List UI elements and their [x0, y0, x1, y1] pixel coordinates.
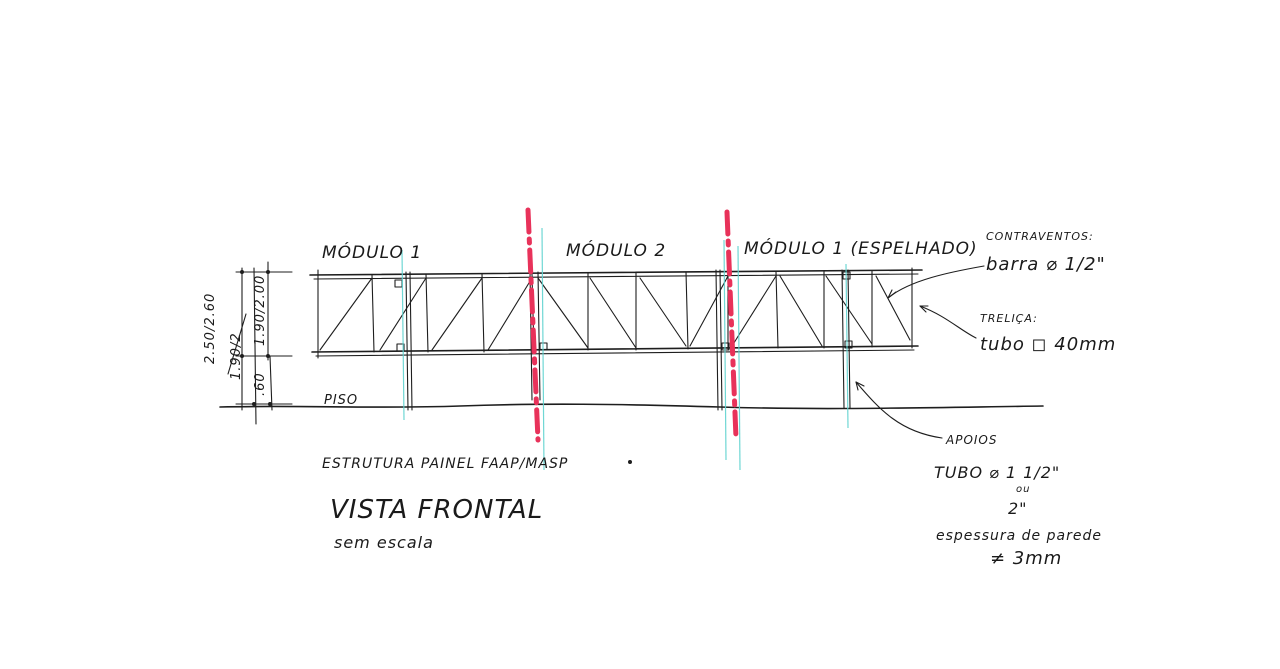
drawing-caption: ESTRUTURA PAINEL FAAP/MASP VISTA FRONTAL… [322, 456, 632, 552]
support-posts [394, 269, 853, 411]
floor-line [219, 403, 1044, 410]
module-division-lines [525, 207, 739, 443]
truss-spec: tubo ◻ 40mm [980, 334, 1116, 355]
truss-verticals [371, 270, 873, 353]
module-1-label: MÓDULO 1 [322, 241, 422, 263]
supports-title: APOIOS [945, 433, 998, 447]
module-3-label: MÓDULO 1 (ESPELHADO) [744, 237, 978, 259]
caption-dot [628, 460, 632, 464]
supports-thickness: ≠ 3mm [990, 548, 1062, 569]
caption-view: VISTA FRONTAL [330, 495, 543, 525]
dim-truss: 1.90/2.00 [253, 275, 268, 346]
truss-leader [919, 305, 977, 339]
dim-total: 2.50/2.60 [203, 293, 218, 364]
dim-struck: 1.90/2 [229, 332, 244, 380]
truss-title: TRELIÇA: [980, 312, 1038, 325]
truss-chords [309, 267, 923, 359]
supports-spec-b: 2" [1008, 499, 1028, 518]
truss-diagonals [319, 275, 911, 351]
supports-wall: espessura de parede [936, 528, 1102, 544]
supports-annotation: APOIOS TUBO ⌀ 1 1/2" ou 2" espessura de … [855, 381, 1102, 569]
dim-base: .60 [253, 372, 268, 396]
bracing-title: CONTRAVENTOS: [986, 230, 1094, 243]
supports-leader [855, 381, 943, 439]
strike-mark [227, 313, 247, 375]
floor-label: PISO [324, 393, 358, 408]
dimension-lines [235, 261, 293, 425]
caption-scale: sem escala [334, 533, 434, 552]
caption-structure: ESTRUTURA PAINEL FAAP/MASP [322, 456, 568, 472]
truss-annotation: TRELIÇA: tubo ◻ 40mm [919, 305, 1116, 355]
bracing-annotation: CONTRAVENTOS: barra ⌀ 1/2" [887, 230, 1106, 299]
cyan-guide-lines [401, 227, 849, 471]
bracing-spec: barra ⌀ 1/2" [986, 254, 1106, 275]
supports-spec-or: ou [1016, 484, 1030, 495]
supports-spec-a: TUBO ⌀ 1 1/2" [934, 463, 1060, 482]
dimension-texts: 2.50/2.60 1.90/2.00 1.90/2 .60 [203, 275, 268, 396]
module-labels: MÓDULO 1 MÓDULO 2 MÓDULO 1 (ESPELHADO) [322, 237, 978, 263]
module-2-label: MÓDULO 2 [566, 239, 666, 261]
